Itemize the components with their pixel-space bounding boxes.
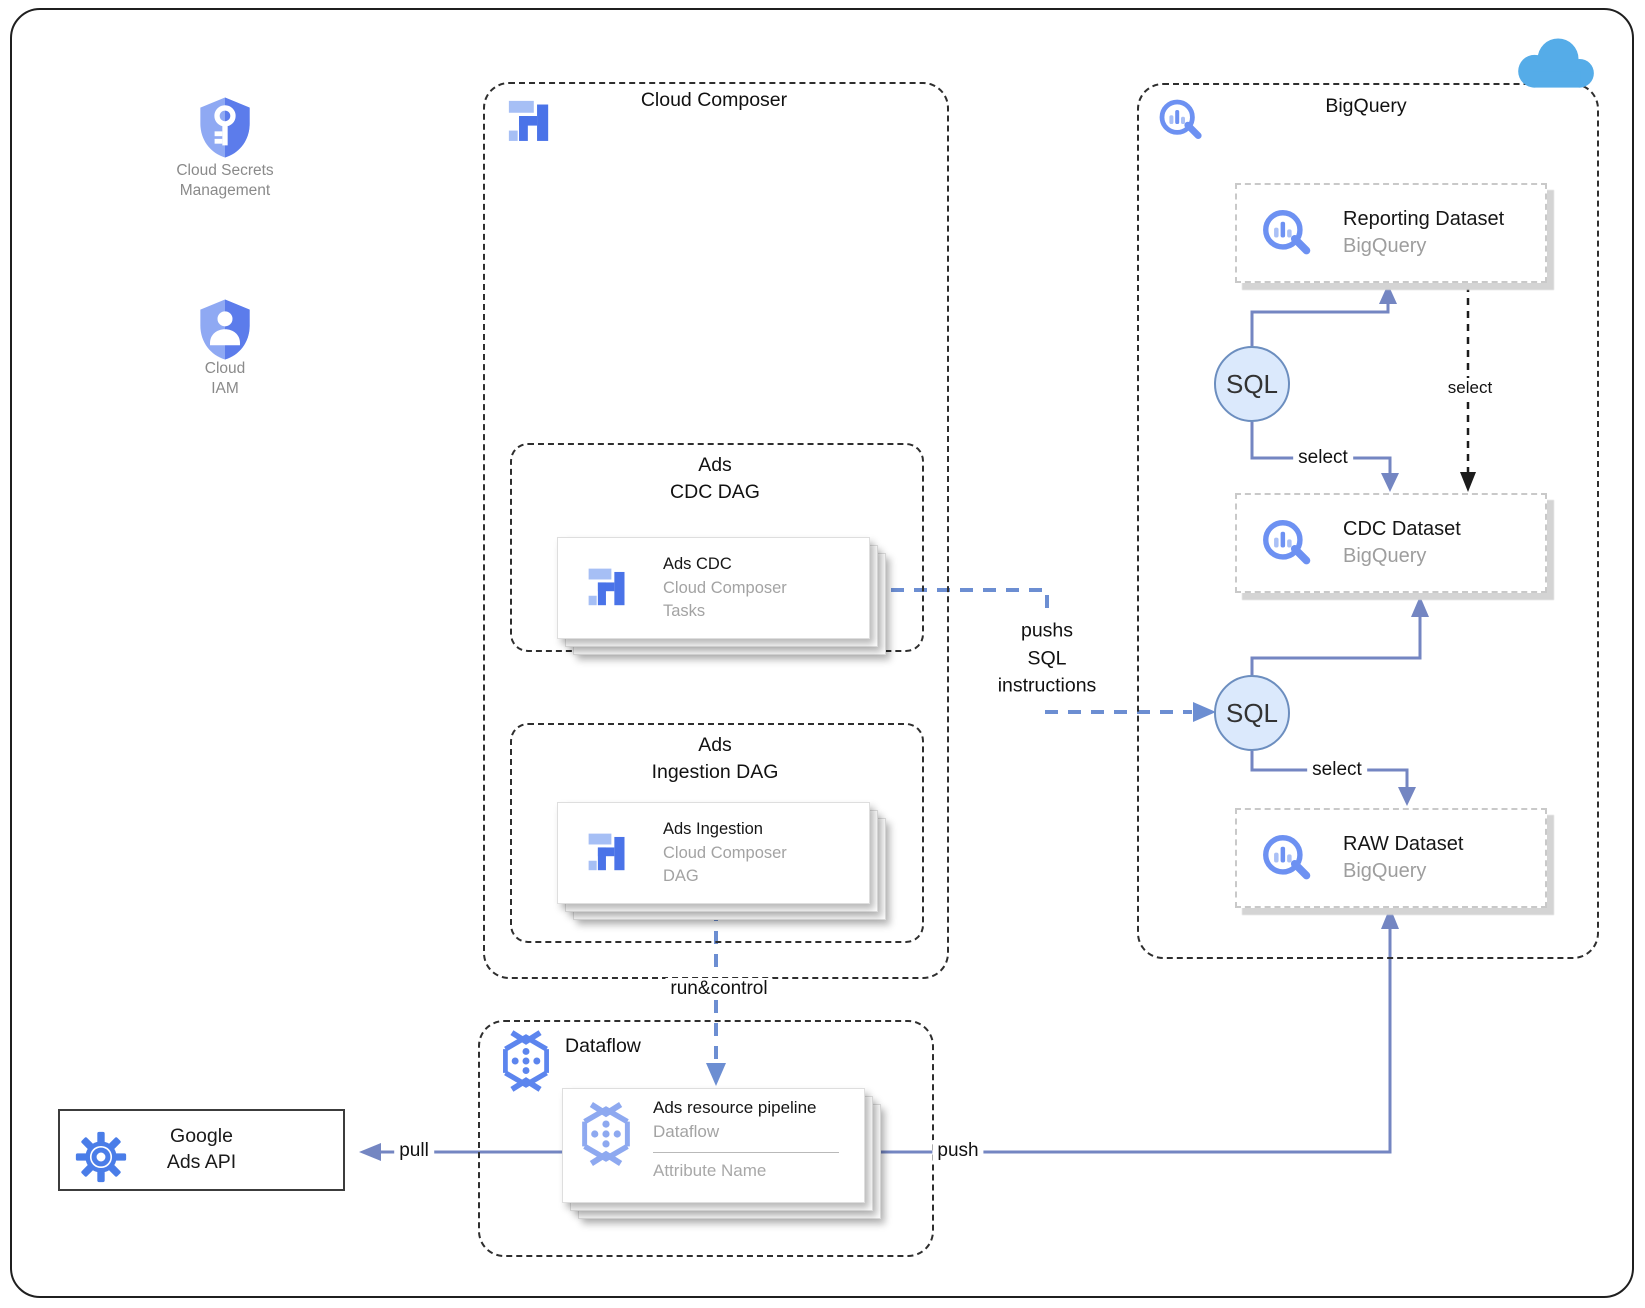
reporting-dataset-box: Reporting Dataset BigQuery — [1235, 183, 1547, 283]
pipeline-card-attribute: Attribute Name — [653, 1161, 767, 1180]
raw-dataset-subtitle: BigQuery — [1343, 860, 1427, 882]
pull-label: pull — [394, 1140, 434, 1162]
dataflow-title: Dataflow — [565, 1035, 641, 1057]
cloud-composer-icon — [586, 562, 628, 612]
dataflow-container — [478, 1020, 934, 1257]
ads-ingestion-dag-title: Ads Ingestion DAG — [651, 734, 779, 784]
ads-ingestion-card-line3: DAG — [663, 867, 699, 885]
cloud-iam-label: Cloud IAM — [204, 360, 246, 398]
pipeline-card-line2: Dataflow — [653, 1122, 720, 1141]
gear-icon — [75, 1131, 127, 1183]
raw-dataset-box: RAW Dataset BigQuery — [1235, 808, 1547, 908]
cloud-composer-icon — [586, 827, 628, 877]
cdc-dataset-box: CDC Dataset BigQuery — [1235, 493, 1547, 593]
cdc-dataset-subtitle: BigQuery — [1343, 545, 1427, 567]
select-label-sql-top: select — [1293, 447, 1353, 469]
cloud-icon — [1510, 32, 1600, 90]
dataflow-icon — [579, 1101, 633, 1167]
reporting-dataset-title: Reporting Dataset — [1343, 208, 1505, 230]
ads-cdc-card-line2: Cloud Composer — [663, 579, 787, 597]
dataflow-icon — [500, 1030, 552, 1092]
push-label: push — [932, 1140, 984, 1162]
card-face: Ads CDC Cloud Composer Tasks — [557, 537, 870, 639]
sql-node-bottom: SQL — [1214, 675, 1290, 751]
ads-cdc-card-line3: Tasks — [663, 602, 706, 620]
pushs-sql-instructions-label: pushs SQL instructions — [989, 615, 1105, 703]
bigquery-icon — [1259, 516, 1313, 570]
ads-resource-pipeline-card: Ads resource pipeline Dataflow Attribute… — [562, 1088, 881, 1219]
ads-ingestion-card: Ads Ingestion Cloud Composer DAG — [557, 802, 886, 920]
bigquery-icon — [1259, 206, 1313, 260]
google-ads-api-label: Google Ads API — [166, 1125, 237, 1173]
pipeline-card-title: Ads resource pipeline — [653, 1098, 817, 1117]
cloud-iam-icon — [196, 294, 254, 364]
raw-dataset-title: RAW Dataset — [1343, 833, 1464, 855]
bigquery-title: BigQuery — [1325, 95, 1407, 117]
cloud-secrets-management-icon — [196, 92, 254, 162]
card-face: Ads Ingestion Cloud Composer DAG — [557, 802, 870, 904]
google-ads-api-box: Google Ads API — [58, 1109, 345, 1191]
outer-frame — [10, 8, 1634, 1298]
run-control-label: run&control — [665, 978, 773, 1000]
cloud-composer-title: Cloud Composer — [640, 89, 788, 111]
ads-ingestion-card-title: Ads Ingestion — [663, 820, 763, 838]
card-face: Ads resource pipeline Dataflow Attribute… — [562, 1088, 865, 1203]
ads-cdc-dag-title: Ads CDC DAG — [670, 454, 760, 504]
reporting-dataset-subtitle: BigQuery — [1343, 235, 1427, 257]
bigquery-icon — [1259, 831, 1313, 885]
ads-ingestion-card-line2: Cloud Composer — [663, 844, 787, 862]
ads-cdc-card: Ads CDC Cloud Composer Tasks — [557, 537, 886, 655]
cloud-secrets-management-label: Cloud Secrets Management — [176, 162, 274, 200]
select-label-reporting-cdc: select — [1442, 378, 1498, 398]
ads-ingestion-dag-group — [510, 723, 924, 943]
ads-cdc-card-title: Ads CDC — [663, 555, 732, 573]
bigquery-container — [1137, 83, 1599, 959]
cdc-dataset-title: CDC Dataset — [1343, 518, 1461, 540]
sql-node-top: SQL — [1214, 346, 1290, 422]
card-divider — [653, 1152, 839, 1153]
select-label-sql-bottom: select — [1307, 759, 1367, 781]
